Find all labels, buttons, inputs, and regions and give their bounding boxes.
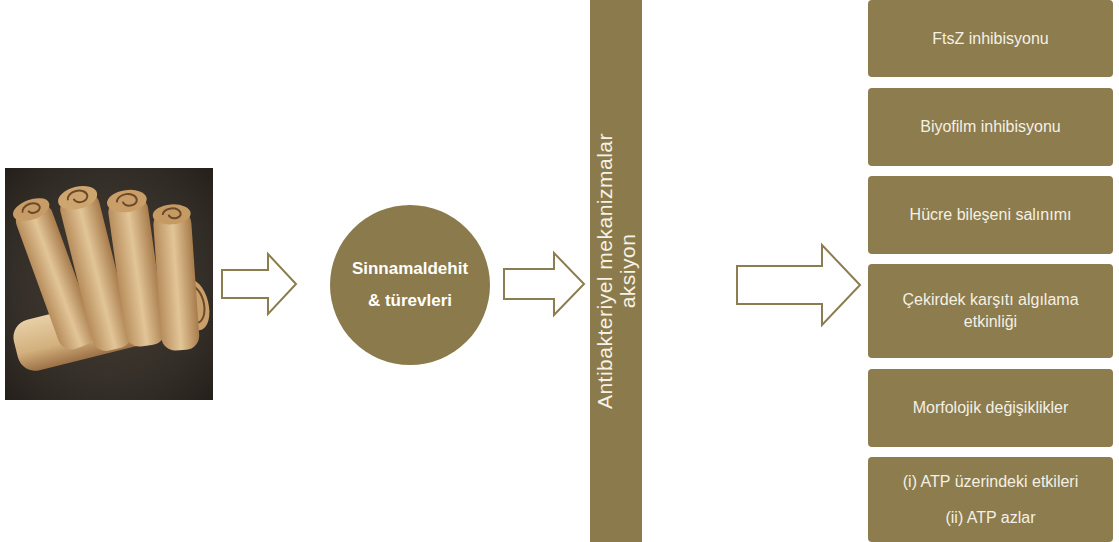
mechanism-box: Biyofilm inhibisyonu xyxy=(868,88,1113,166)
mechanism-label: (i) ATP üzerindeki etkileri xyxy=(903,471,1078,493)
mechanism-label: Hücre bileşeni salınımı xyxy=(910,204,1072,226)
mechanism-label: FtsZ inhibisyonu xyxy=(932,28,1049,50)
mechanism-label: Morfolojik değişiklikler xyxy=(913,397,1069,419)
mechanism-label: Çekirdek karşıtı algılama etkinliği xyxy=(880,289,1101,332)
compound-label: Sinnamaldehit & türevleri xyxy=(352,253,468,318)
mechanism-band: Antibakteriyel mekanizmalar aksiyon xyxy=(590,0,642,542)
mechanism-box: Hücre bileşeni salınımı xyxy=(868,176,1113,254)
compound-circle: Sinnamaldehit & türevleri xyxy=(330,205,490,365)
mechanism-label: Biyofilm inhibisyonu xyxy=(920,116,1061,138)
mechanism-box: Çekirdek karşıtı algılama etkinliği xyxy=(868,264,1113,358)
hollow-arrow xyxy=(737,245,860,325)
hollow-arrow xyxy=(504,253,584,315)
mechanism-label: (ii) ATP azlar xyxy=(945,507,1035,529)
mechanism-box: FtsZ inhibisyonu xyxy=(868,0,1113,77)
band-label: Antibakteriyel mekanizmalar aksiyon xyxy=(593,106,639,436)
cinnamon-photo xyxy=(5,168,214,400)
mechanism-box: (i) ATP üzerindeki etkileri (ii) ATP azla… xyxy=(868,457,1113,542)
hollow-arrow xyxy=(222,254,296,314)
mechanism-box: Morfolojik değişiklikler xyxy=(868,369,1113,447)
